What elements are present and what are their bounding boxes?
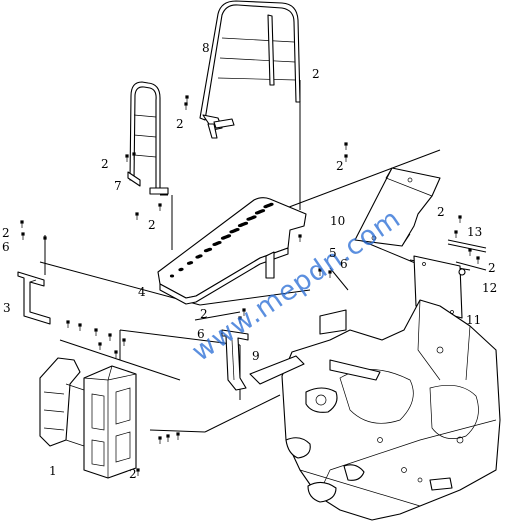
callout-6: 6 <box>340 257 348 271</box>
bolt <box>344 154 348 158</box>
callout-labels: 1 2 2 2 2 2 2 2 2 2 2 3 4 5 6 6 6 7 8 9 … <box>2 41 497 481</box>
bolt <box>158 436 162 440</box>
callout-2: 2 <box>101 157 109 171</box>
callout-6: 6 <box>2 240 10 254</box>
bolt <box>344 142 348 146</box>
callout-2: 2 <box>312 67 320 81</box>
step-box <box>39 357 137 479</box>
bolt <box>108 333 112 337</box>
plate-hole <box>260 209 266 213</box>
bolt <box>242 308 246 312</box>
plate-hole <box>235 228 240 231</box>
angled-guard <box>354 167 441 247</box>
bolt <box>238 316 242 320</box>
plate-holes <box>169 202 274 278</box>
callout-8: 8 <box>202 41 210 55</box>
callout-2: 2 <box>129 467 137 481</box>
callout-2: 2 <box>176 117 184 131</box>
callout-11: 11 <box>466 313 481 327</box>
callout-5: 5 <box>329 246 337 260</box>
callout-13: 13 <box>467 225 482 239</box>
plate-hole <box>179 267 184 271</box>
callout-3: 3 <box>3 301 11 315</box>
handrail-large <box>199 0 301 139</box>
bolt <box>298 234 302 238</box>
bolt <box>43 236 47 240</box>
rod-hardware <box>447 239 487 276</box>
bolt <box>78 323 82 327</box>
callout-2: 2 <box>148 218 156 232</box>
callout-2: 2 <box>336 159 344 173</box>
callout-2: 2 <box>437 205 445 219</box>
bolt <box>476 256 480 260</box>
callout-6: 6 <box>197 327 205 341</box>
fastener-bolts <box>20 95 480 476</box>
callout-4: 4 <box>138 285 146 299</box>
callout-7: 7 <box>114 179 122 193</box>
bolt <box>136 468 140 472</box>
bolt <box>176 432 180 436</box>
callout-9: 9 <box>252 349 260 363</box>
bolt <box>66 320 70 324</box>
machine-frame <box>249 299 501 521</box>
bolt <box>454 230 458 234</box>
bolt <box>135 212 139 216</box>
side-bracket <box>17 271 51 325</box>
bolt <box>468 248 472 252</box>
bolt <box>94 328 98 332</box>
bolt <box>166 434 170 438</box>
plate-hole <box>269 202 274 206</box>
bolt <box>158 203 162 207</box>
plate-hole <box>207 247 213 251</box>
plate-hole <box>198 254 203 258</box>
bolt <box>114 350 118 354</box>
plate-hole <box>243 221 249 225</box>
bolt <box>122 338 126 342</box>
support-bracket <box>221 329 249 391</box>
plate-hole <box>169 274 175 278</box>
bolt <box>98 342 102 346</box>
plate-hole <box>252 215 257 219</box>
bolt <box>184 102 188 106</box>
bolt <box>185 95 189 99</box>
plate-hole <box>217 241 222 244</box>
bolt <box>20 220 24 224</box>
handrail-small <box>127 81 169 195</box>
callout-12: 12 <box>482 281 497 295</box>
bolt <box>125 154 129 158</box>
plate-hole <box>226 234 232 238</box>
bolt <box>328 270 332 274</box>
callout-2: 2 <box>488 261 496 275</box>
bolt <box>318 268 322 272</box>
step-plate <box>157 197 307 305</box>
plate-hole <box>188 261 194 265</box>
callout-2: 2 <box>2 226 10 240</box>
callout-1: 1 <box>49 464 57 478</box>
bolt <box>21 232 25 236</box>
callout-2: 2 <box>200 307 208 321</box>
bolt <box>458 215 462 219</box>
callout-10: 10 <box>330 214 345 228</box>
bolt <box>132 152 136 156</box>
